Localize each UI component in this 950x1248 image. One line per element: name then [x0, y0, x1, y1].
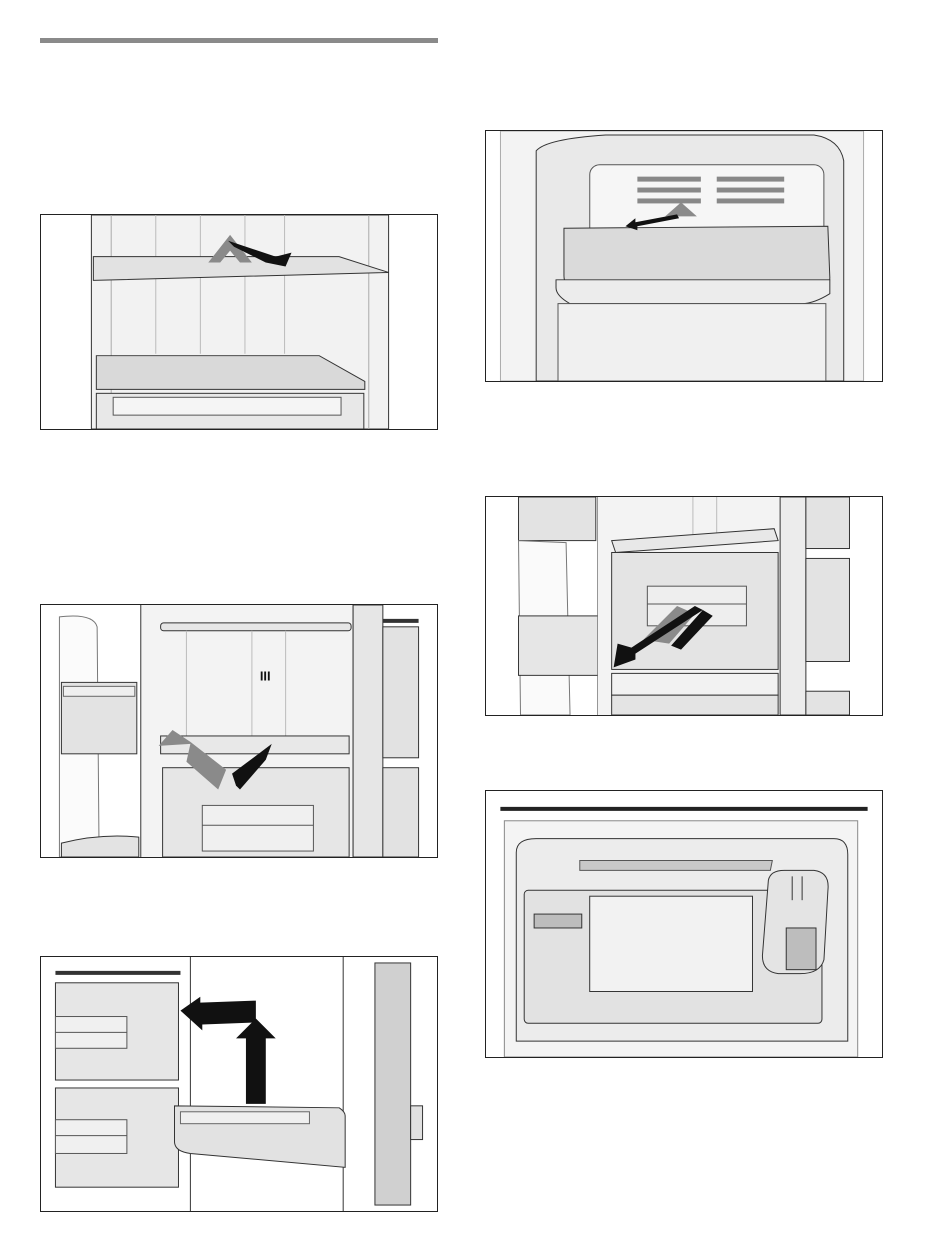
figure-door-bin-removal [40, 956, 438, 1212]
shelf-level-label: III [260, 668, 271, 683]
shelf-illustration [41, 215, 437, 429]
figure-ice-bin-removal [485, 130, 883, 382]
ice-bin-illustration [486, 131, 882, 381]
door-bin-illustration [41, 957, 437, 1211]
figure-drawer-shelf-removal: III [40, 604, 438, 858]
drawer-illustration [486, 497, 882, 715]
section-rule [40, 38, 438, 43]
figure-shelf-removal [40, 214, 438, 430]
drawer-shelf-illustration: III [41, 605, 437, 857]
figure-drawer-removal [485, 496, 883, 716]
figure-dispenser-compartment [485, 790, 883, 1058]
dispenser-illustration [486, 791, 882, 1057]
